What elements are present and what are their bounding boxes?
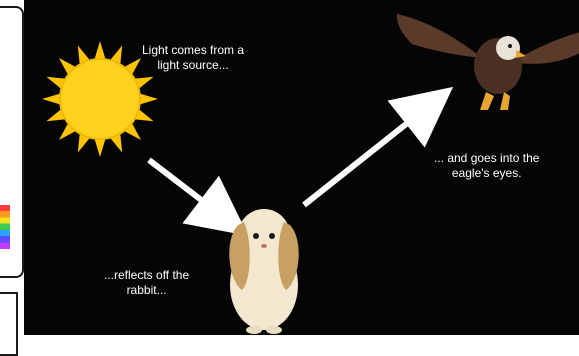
caption-eagle-eyes: ... and goes into the eagle's eyes.	[434, 151, 539, 181]
light-path-scene: Light comes from a light source... ...re…	[24, 0, 579, 335]
left-strip	[0, 0, 24, 335]
caption-eagle-eyes-line2: eagle's eyes.	[434, 166, 539, 181]
rainbow-swatch	[0, 205, 10, 249]
caption-light-source-line2: light source...	[142, 58, 244, 73]
caption-reflects-line1: ...reflects off the	[104, 268, 189, 283]
caption-reflects: ...reflects off the rabbit...	[104, 268, 189, 298]
arrow-rabbit-to-eagle	[304, 98, 439, 205]
rabbit-icon	[229, 209, 298, 334]
left-corner-edge	[0, 292, 18, 356]
arrow-sun-to-rabbit	[149, 160, 234, 225]
eagle-icon	[397, 14, 579, 110]
caption-reflects-line2: rabbit...	[104, 283, 189, 298]
sun-icon	[24, 17, 182, 181]
caption-light-source: Light comes from a light source...	[142, 43, 244, 73]
caption-eagle-eyes-line1: ... and goes into the	[434, 151, 539, 166]
caption-light-source-line1: Light comes from a	[142, 43, 244, 58]
